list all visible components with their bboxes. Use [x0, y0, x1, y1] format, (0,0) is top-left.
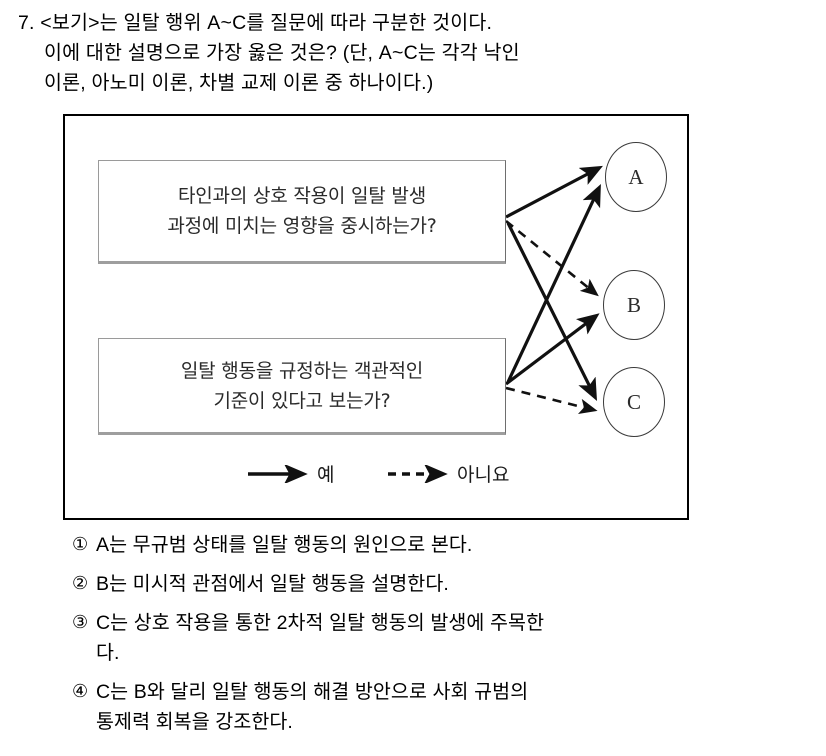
- answer-choice-2-marker: ②: [72, 573, 89, 594]
- solid-arrow-icon: [248, 464, 308, 483]
- figure-node-b: B: [603, 270, 665, 340]
- figure-node-c-label: C: [626, 389, 641, 414]
- figure-node-a-label: A: [628, 164, 644, 189]
- question-stem-line-2: 이에 대한 설명으로 가장 옳은 것은? (단, A~C는 각각 낙인: [44, 42, 520, 64]
- legend-item-yes: 예: [247, 460, 334, 487]
- answer-choice-2-text: B는 미시적 관점에서 일탈 행동을 설명한다.: [96, 573, 449, 595]
- dashed-arrow-icon: [388, 464, 448, 483]
- answer-choice-2[interactable]: ② B는 미시적 관점에서 일탈 행동을 설명한다.: [72, 569, 812, 599]
- answer-choice-3-text: C는 상호 작용을 통한 2차적 일탈 행동의 발생에 주목한 다.: [96, 612, 545, 664]
- answer-choices: ① A는 무규범 상태를 일탈 행동의 원인으로 본다. ② B는 미시적 관점…: [72, 530, 812, 746]
- figure-question-box-2: 일탈 행동을 규정하는 객관적인 기준이 있다고 보는가?: [98, 338, 506, 435]
- figure-node-b-label: B: [626, 292, 641, 317]
- answer-choice-1-text: A는 무규범 상태를 일탈 행동의 원인으로 본다.: [96, 534, 473, 556]
- figure-node-a: A: [605, 142, 667, 212]
- answer-choice-1[interactable]: ① A는 무규범 상태를 일탈 행동의 원인으로 본다.: [72, 530, 812, 560]
- edge-qbox2-to-node-c: [505, 386, 598, 415]
- answer-choice-4[interactable]: ④ C는 B와 달리 일탈 행동의 해결 방안으로 사회 규범의 통제력 회복을…: [72, 677, 812, 737]
- figure-legend: 예 아니요: [215, 456, 555, 496]
- edge-qbox1-to-node-c: [506, 222, 598, 402]
- answer-choice-1-marker: ①: [72, 534, 89, 555]
- edge-qbox1-to-node-b: [505, 219, 599, 297]
- answer-choice-3[interactable]: ③ C는 상호 작용을 통한 2차적 일탈 행동의 발생에 주목한 다.: [72, 608, 812, 668]
- figure-frame: 타인과의 상호 작용이 일탈 발생 과정에 미치는 영향을 중시하는가? 일탈 …: [63, 114, 689, 520]
- legend-item-no: 아니요: [387, 460, 509, 487]
- question-stem-line-3: 이론, 아노미 이론, 차별 교제 이론 중 하나이다.): [44, 72, 434, 94]
- edge-qbox1-to-node-a: [505, 165, 603, 219]
- figure-question-box-1-text: 타인과의 상호 작용이 일탈 발생 과정에 미치는 영향을 중시하는가?: [167, 185, 437, 237]
- figure-question-box-2-text: 일탈 행동을 규정하는 객관적인 기준이 있다고 보는가?: [180, 359, 424, 412]
- answer-choice-4-marker: ④: [72, 681, 89, 702]
- legend-label-no: 아니요: [457, 464, 510, 486]
- legend-label-yes: 예: [317, 464, 335, 486]
- answer-choice-3-marker: ③: [72, 612, 89, 633]
- figure-question-box-1: 타인과의 상호 작용이 일탈 발생 과정에 미치는 영향을 중시하는가?: [98, 160, 506, 264]
- edge-qbox2-to-node-a: [506, 183, 601, 383]
- answer-choice-4-text: C는 B와 달리 일탈 행동의 해결 방안으로 사회 규범의 통제력 회복을 강…: [96, 681, 529, 733]
- edge-qbox2-to-node-b: [505, 313, 600, 386]
- figure-node-c: C: [603, 367, 665, 437]
- question-stem: 7. <보기>는 일탈 행위 A~C를 질문에 따라 구분한 것이다. 이에 대…: [18, 8, 808, 98]
- question-stem-line-1: 7. <보기>는 일탈 행위 A~C를 질문에 따라 구분한 것이다.: [18, 12, 493, 34]
